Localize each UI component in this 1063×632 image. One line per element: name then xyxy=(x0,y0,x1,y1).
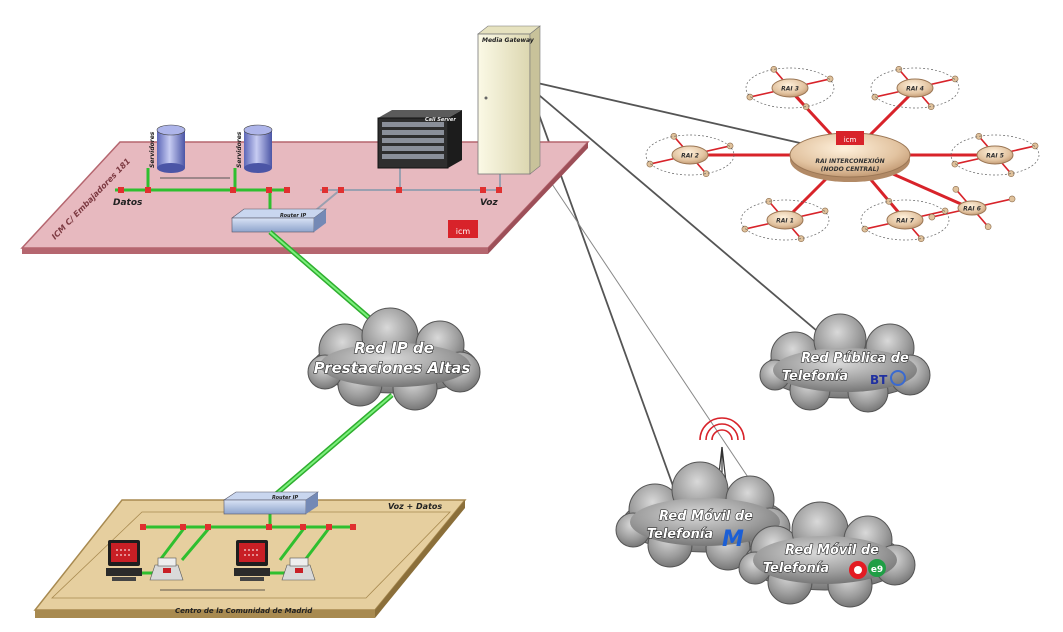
call-server-icon xyxy=(377,110,462,169)
rai-node xyxy=(771,78,809,98)
rai-endpoint xyxy=(646,160,654,168)
bt-logo-icon: BT xyxy=(870,373,888,387)
public-cloud-line2: Telefonía xyxy=(782,369,848,384)
rai-node-label: RAI 7 xyxy=(896,218,915,225)
rai-endpoint xyxy=(951,160,959,168)
rai-node-label: RAI 4 xyxy=(906,86,924,93)
rai-endpoint xyxy=(670,133,678,140)
datos-label: Datos xyxy=(113,198,143,208)
rai-endpoint xyxy=(861,225,869,233)
rai-node xyxy=(886,210,924,230)
rai-endpoint xyxy=(895,66,903,73)
link-gateway-rai xyxy=(532,81,801,144)
rai-endpoint xyxy=(726,142,734,150)
rai-endpoint xyxy=(797,235,805,242)
rai-endpoint xyxy=(917,235,925,242)
rai-ring xyxy=(745,67,835,109)
branch-platform: Router IP Voz + Datos Centro xyxy=(33,491,467,618)
rai-endpoint xyxy=(1008,195,1016,203)
mobile-cloud1-line2: Telefonía xyxy=(647,527,713,542)
rai-endpoint xyxy=(702,170,710,177)
rai-node xyxy=(976,145,1014,165)
server-label-2: Servidores xyxy=(236,131,243,168)
rai-node xyxy=(957,200,987,216)
rai-central-line2: (NODO CENTRAL) xyxy=(821,166,880,173)
router-icon xyxy=(231,208,327,233)
ip-cloud-line2: Prestaciones Altas xyxy=(314,359,471,377)
rai-ring xyxy=(740,199,830,241)
mobile-telephony-cloud xyxy=(615,461,791,571)
rai-central-node: icm RAI INTERCONEXIÓN (NODO CENTRAL) xyxy=(789,131,911,182)
voz-datos-label: Voz + Datos xyxy=(388,502,442,511)
rai-ring xyxy=(860,199,950,241)
phone-icon xyxy=(149,557,184,581)
mobile-cloud1-line1: Red Móvil de xyxy=(659,509,753,524)
rai-node-label: RAI 3 xyxy=(781,86,799,93)
public-cloud-line1: Red Pública de xyxy=(801,351,909,366)
media-gateway-label: Media Gateway xyxy=(482,37,535,44)
rai-endpoint xyxy=(821,207,829,215)
rai-node-label: RAI 6 xyxy=(963,206,981,213)
computer-icon xyxy=(234,540,270,581)
branch-footer-label: Centro de la Comunidad de Madrid xyxy=(175,607,313,615)
rai-endpoint xyxy=(1031,142,1039,150)
rai-endpoint xyxy=(975,133,983,140)
hq-platform: ICM C/ Embajadores 181 Servidores xyxy=(20,25,590,254)
vodafone-logo-icon xyxy=(849,561,867,579)
ip-cloud-line1: Red IP de xyxy=(354,339,434,357)
rai-node xyxy=(896,78,934,98)
movistar-logo-icon: M xyxy=(722,527,744,552)
ip-network-cloud xyxy=(307,307,481,411)
hq-router-label: Router IP xyxy=(280,213,306,219)
svg-text:icm: icm xyxy=(456,227,471,236)
rai-endpoint xyxy=(871,93,879,101)
rai-endpoint xyxy=(927,103,935,110)
server-label-1: Servidores xyxy=(149,131,156,168)
icm-logo-icon: icm xyxy=(448,220,478,238)
database-icon xyxy=(156,124,186,173)
rai-endpoint xyxy=(952,186,960,193)
rai-ring xyxy=(645,134,735,176)
svg-text:e9: e9 xyxy=(871,565,883,575)
mobile-cloud2-line1: Red Móvil de xyxy=(785,543,879,558)
public-telephony-cloud xyxy=(759,313,931,413)
rai-endpoint xyxy=(928,213,936,221)
rai-node-label: RAI 1 xyxy=(776,218,794,225)
svg-text:icm: icm xyxy=(844,136,857,144)
link-gateway-public xyxy=(532,89,831,343)
rai-endpoint xyxy=(885,198,893,205)
e9-logo-icon: e9 xyxy=(868,559,886,577)
phone-icon xyxy=(281,557,316,581)
rai-node-label: RAI 5 xyxy=(986,153,1004,160)
rai-central-line1: RAI INTERCONEXIÓN xyxy=(815,158,884,165)
rai-endpoint xyxy=(741,225,749,233)
call-server-label: Call Server xyxy=(425,117,456,123)
rai-endpoint xyxy=(746,93,754,101)
mobile-cloud2-line2: Telefonía xyxy=(763,561,829,576)
database-icon xyxy=(243,124,273,173)
rai-endpoint xyxy=(984,223,992,230)
rai-ring xyxy=(950,134,1040,176)
rai-endpoint xyxy=(802,103,810,110)
rai-ring xyxy=(870,67,960,109)
rai-endpoint xyxy=(765,198,773,205)
rai-endpoint xyxy=(826,75,834,83)
rai-node-label: RAI 2 xyxy=(681,153,699,160)
rai-endpoint xyxy=(941,207,949,215)
rai-endpoint xyxy=(1007,170,1015,177)
branch-router-label: Router IP xyxy=(272,495,298,501)
rai-node xyxy=(671,145,709,165)
voz-label: Voz xyxy=(480,198,498,208)
computer-icon xyxy=(106,540,142,581)
router-icon xyxy=(223,491,319,515)
rai-endpoint xyxy=(951,75,959,83)
rai-endpoint xyxy=(770,66,778,73)
rai-node xyxy=(766,210,804,230)
media-gateway-icon xyxy=(477,25,541,175)
